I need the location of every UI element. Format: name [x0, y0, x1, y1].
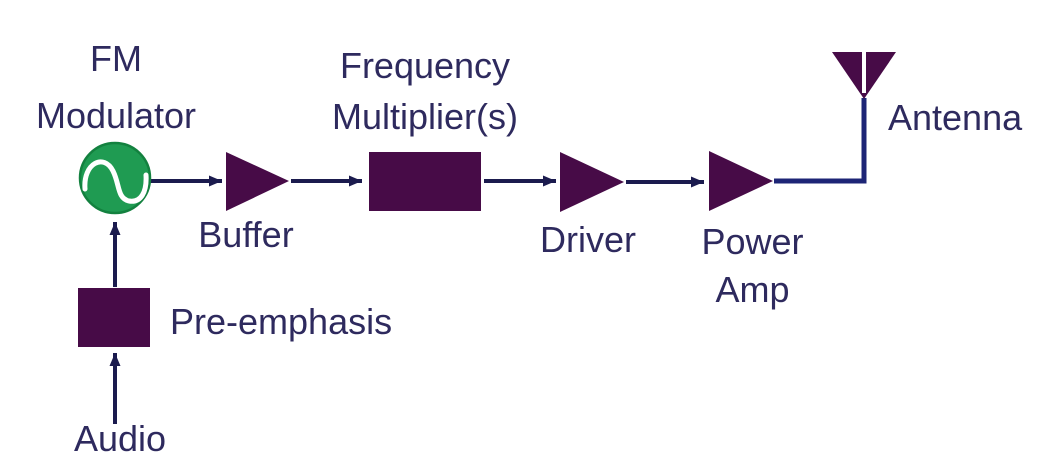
sine-wave-icon: [82, 159, 149, 204]
buffer-label: Buffer: [198, 214, 294, 255]
antenna-feed-line: [774, 98, 867, 184]
driver-amplifier-symbol: [560, 152, 624, 212]
frequency-multiplier-label: Frequency Multiplier(s): [315, 40, 535, 142]
fm-modulator-label: FM Modulator: [0, 30, 232, 144]
frequency-multiplier-block: [369, 152, 481, 211]
power-amp-label-line1: Power: [701, 221, 804, 262]
frequency-multiplier-label-line2: Multiplier(s): [331, 96, 518, 137]
power-amp-symbol: [709, 151, 773, 211]
fm-modulator-label-line1: FM: [90, 38, 142, 79]
power-amp-label-line2: Amp: [715, 269, 790, 310]
fm-modulator-label-line2: Modulator: [35, 95, 197, 136]
frequency-multiplier-label-line1: Frequency: [339, 45, 511, 86]
antenna-label: Antenna: [888, 97, 1023, 138]
driver-label: Driver: [540, 219, 636, 260]
pre-emphasis-label: Pre-emphasis: [170, 301, 393, 342]
buffer-amplifier-symbol: [226, 152, 289, 211]
power-amp-label: Power Amp: [690, 218, 815, 314]
audio-label: Audio: [73, 418, 167, 459]
pre-emphasis-block: [78, 288, 150, 347]
